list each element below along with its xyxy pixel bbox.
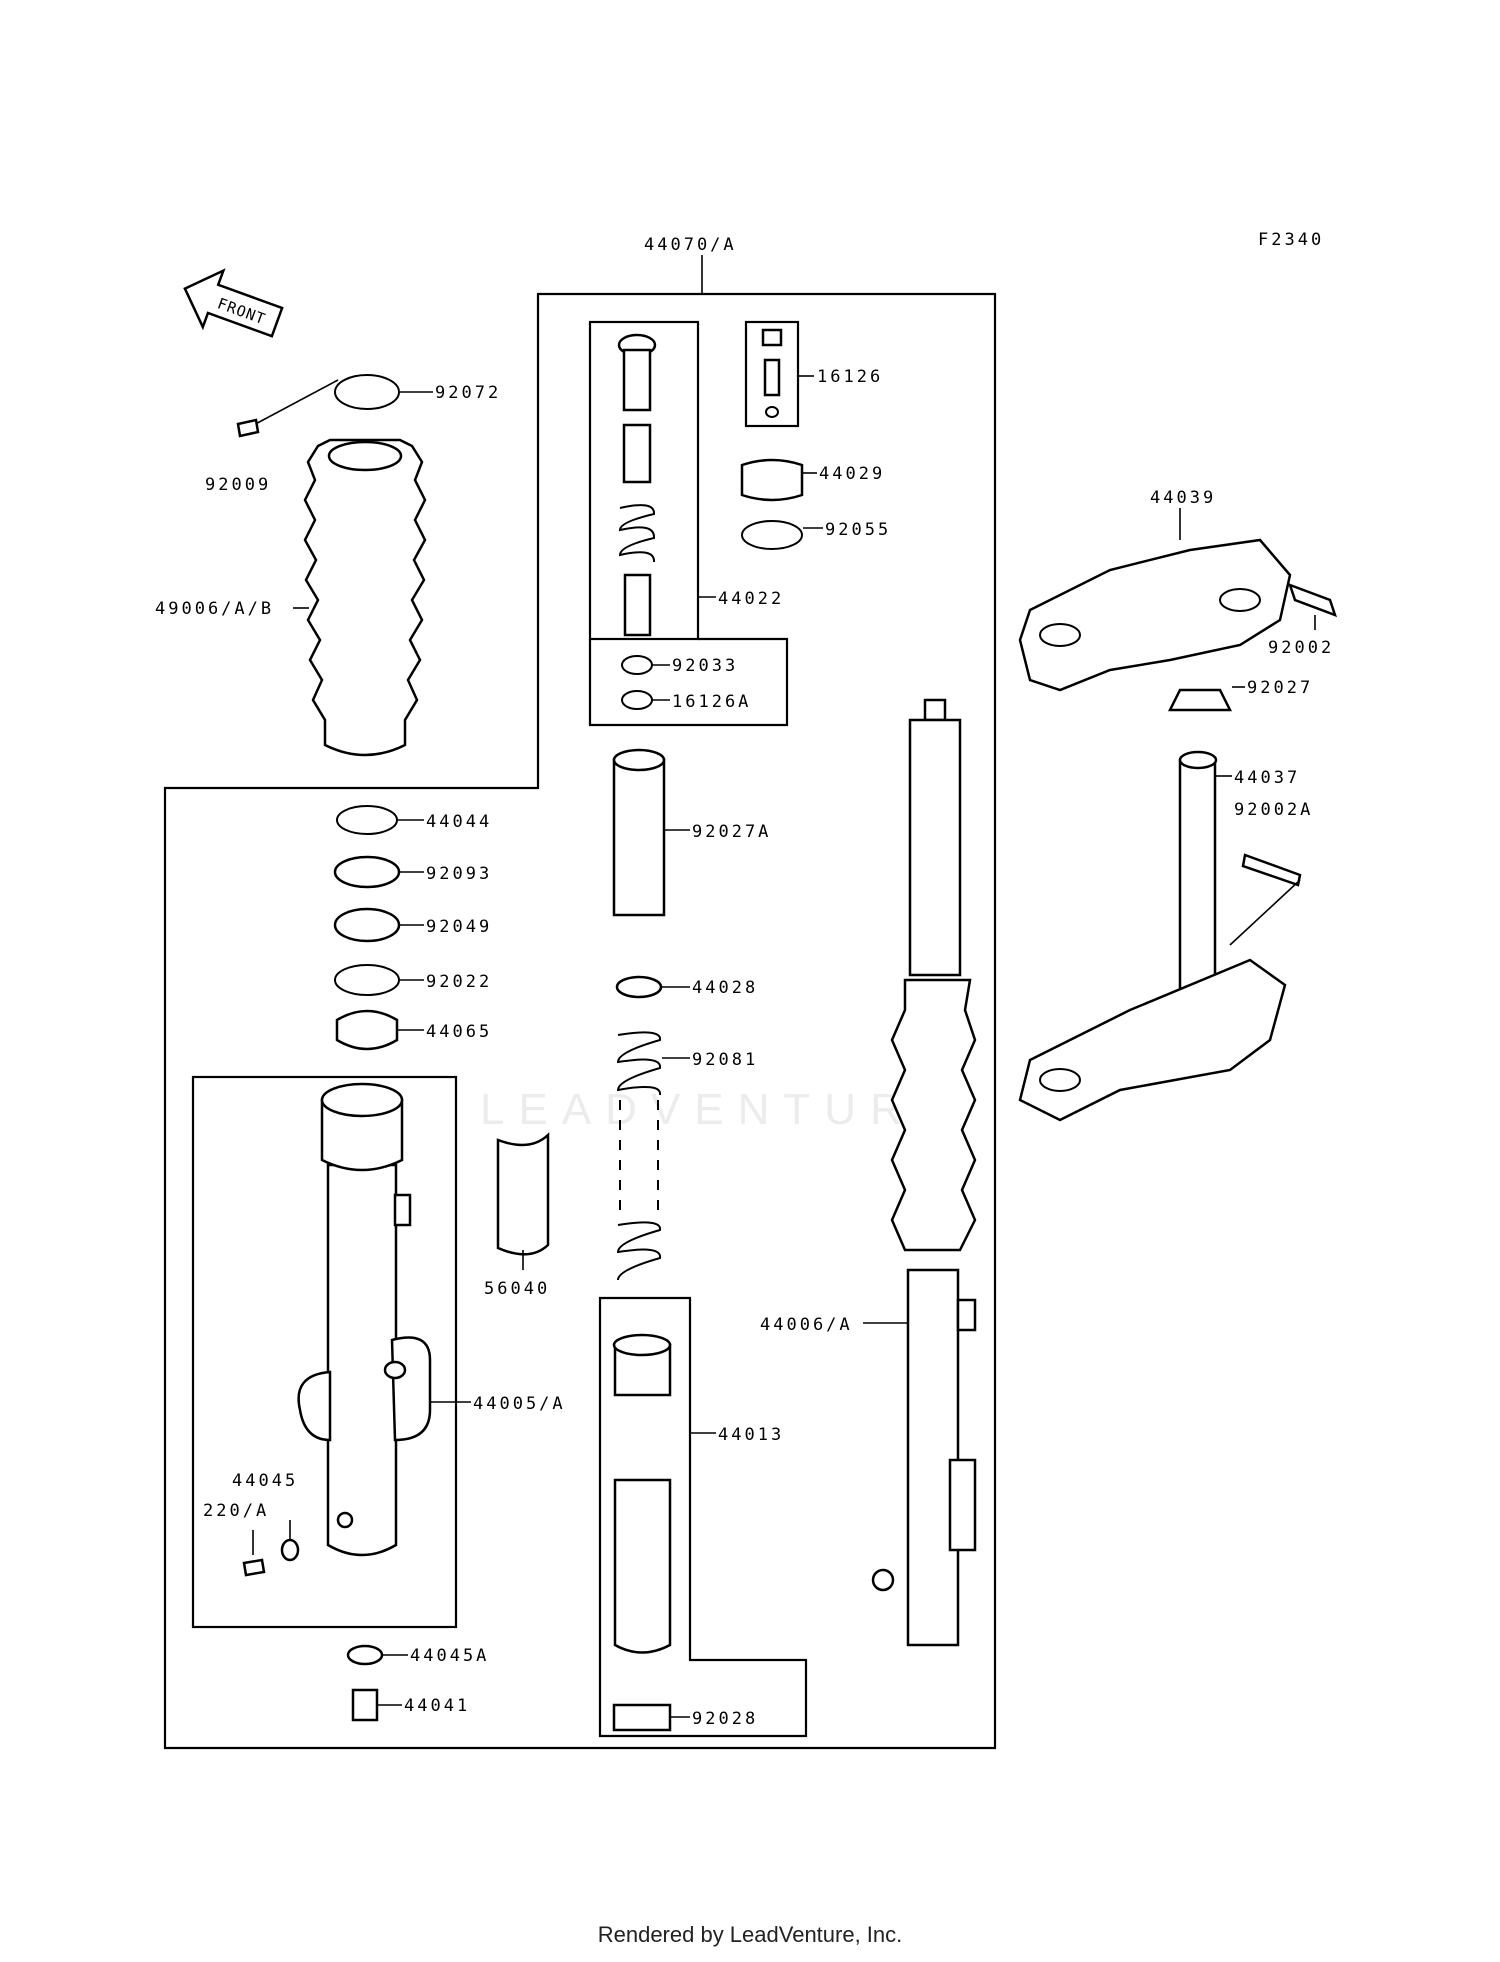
bolt-44041 — [351, 1688, 379, 1722]
label-56040: 56040 — [484, 1279, 550, 1299]
label-92022: 92022 — [426, 972, 492, 992]
front-arrow-icon: FRONT — [183, 268, 284, 338]
damper-rod-44022 — [617, 333, 657, 637]
bolt-92002 — [1287, 582, 1338, 618]
cap-bolt-44029 — [740, 458, 804, 502]
label-92033: 92033 — [672, 656, 738, 676]
label-44039: 44039 — [1150, 488, 1216, 508]
cylinder-44013 — [612, 1333, 672, 1654]
washer-92022 — [334, 964, 400, 996]
label-44013: 44013 — [718, 1425, 784, 1445]
label-92049: 92049 — [426, 917, 492, 937]
shield-56040 — [496, 1132, 550, 1256]
box-44005 — [191, 1075, 458, 1629]
watermark: LEADVENTURE — [480, 1085, 960, 1134]
fork-boot-49006 — [303, 438, 427, 757]
label-92055: 92055 — [825, 520, 891, 540]
inner-tube-44006 — [871, 698, 977, 1647]
bushing-44065 — [335, 1009, 399, 1051]
footer-credit: Rendered by LeadVenture, Inc. — [597, 1922, 903, 1947]
spring-92081 — [616, 1031, 662, 1281]
label-16126: 16126 — [817, 367, 883, 387]
screw-92009 — [236, 418, 260, 438]
washer-44045A — [346, 1644, 384, 1666]
diagram-code: F2340 — [1258, 230, 1324, 250]
label-44028: 44028 — [692, 978, 758, 998]
assembly-box-44070 — [163, 292, 997, 1750]
bolt-92002A — [1241, 853, 1302, 887]
box-44013 — [598, 1296, 808, 1738]
ring-44044 — [336, 805, 398, 835]
nut-92027 — [1167, 688, 1233, 712]
label-92093: 92093 — [426, 864, 492, 884]
label-44037: 44037 — [1234, 768, 1300, 788]
label-44005: 44005/A — [473, 1394, 566, 1414]
box-16126 — [744, 320, 800, 428]
label-92028: 92028 — [692, 1709, 758, 1729]
washer-44045 — [280, 1538, 300, 1562]
washer-44028 — [615, 975, 663, 999]
label-44041: 44041 — [404, 1696, 470, 1716]
label-44045: 44045 — [232, 1471, 298, 1491]
box-44022 — [588, 320, 700, 641]
upper-bracket-44039 — [1018, 538, 1292, 692]
seal-92049 — [333, 907, 401, 943]
outer-tube-44005 — [297, 1082, 432, 1557]
label-44022: 44022 — [718, 589, 784, 609]
label-92027: 92027 — [1247, 678, 1313, 698]
seal-92093 — [333, 855, 401, 889]
clamp-92072 — [334, 374, 400, 410]
ring-16126A — [621, 690, 653, 710]
label-44070: 44070/A — [644, 235, 737, 255]
label-44044: 44044 — [426, 812, 492, 832]
label-44006: 44006/A — [760, 1315, 853, 1335]
label-92009: 92009 — [205, 475, 271, 495]
label-92027A: 92027A — [692, 822, 771, 842]
label-44029: 44029 — [819, 464, 885, 484]
label-220: 220/A — [203, 1501, 269, 1521]
label-92072: 92072 — [435, 383, 501, 403]
label-49006: 49006/A/B — [155, 599, 274, 619]
ring-92033 — [621, 655, 653, 675]
o-ring-92055 — [741, 520, 803, 550]
label-92002: 92002 — [1268, 638, 1334, 658]
label-44045A: 44045A — [410, 1646, 489, 1666]
label-16126A: 16126A — [672, 692, 751, 712]
steering-stem-44037 — [1018, 750, 1287, 1122]
label-92002A: 92002A — [1234, 800, 1313, 820]
collar-92027A — [612, 758, 666, 917]
label-92081: 92081 — [692, 1050, 758, 1070]
bushing-92028 — [612, 1703, 672, 1732]
valve-16126 — [761, 328, 783, 418]
label-44065: 44065 — [426, 1022, 492, 1042]
screw-220 — [242, 1558, 266, 1577]
